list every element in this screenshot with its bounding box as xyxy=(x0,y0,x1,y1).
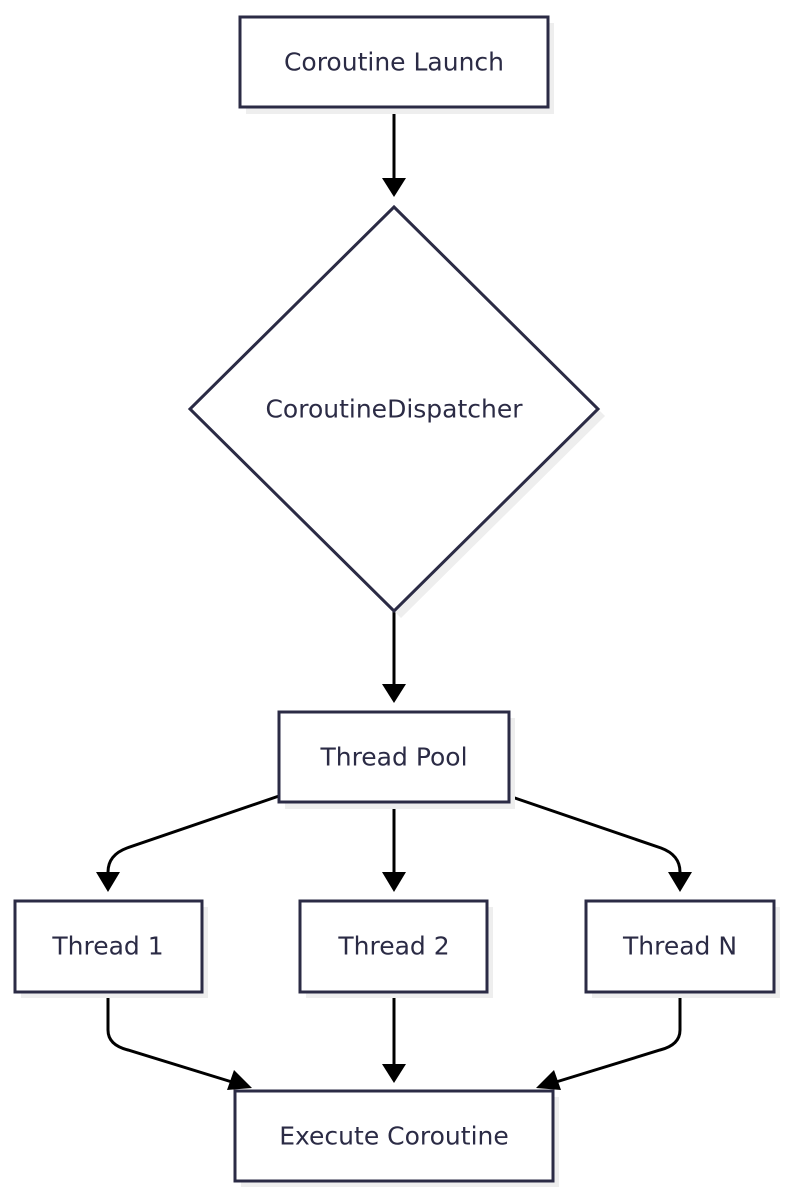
node-thread-pool: Thread Pool xyxy=(277,710,515,809)
nodes: Coroutine Launch CoroutineDispatcher Thr… xyxy=(13,15,780,1187)
edge-pool-to-thread1 xyxy=(106,794,280,874)
node-label-thread1: Thread 1 xyxy=(51,932,163,961)
node-label-thread2: Thread 2 xyxy=(337,932,449,961)
node-label-execute: Execute Coroutine xyxy=(279,1122,509,1151)
edges xyxy=(96,107,692,1090)
arrowhead-execute-center xyxy=(382,1064,406,1083)
node-label-pool: Thread Pool xyxy=(319,743,467,772)
arrowhead-execute-right xyxy=(536,1070,561,1090)
node-thread-1: Thread 1 xyxy=(13,899,208,998)
node-label-dispatcher: CoroutineDispatcher xyxy=(265,395,523,424)
edge-threadN-to-execute xyxy=(555,992,682,1084)
arrowhead-dispatcher xyxy=(382,178,406,197)
arrowhead-thread1 xyxy=(96,872,120,892)
node-label-threadN: Thread N xyxy=(622,932,737,961)
node-label-launch: Coroutine Launch xyxy=(284,48,504,77)
arrowhead-threadN xyxy=(668,872,692,892)
arrowhead-execute-left xyxy=(227,1070,252,1090)
arrowhead-thread2 xyxy=(382,872,406,892)
node-thread-n: Thread N xyxy=(584,899,780,998)
arrowhead-pool xyxy=(382,684,406,703)
node-coroutine-dispatcher: CoroutineDispatcher xyxy=(187,204,605,618)
edge-thread1-to-execute xyxy=(106,992,233,1084)
node-thread-2: Thread 2 xyxy=(298,899,493,998)
edge-pool-to-threadN xyxy=(508,794,682,874)
node-coroutine-launch: Coroutine Launch xyxy=(238,15,554,114)
node-execute-coroutine: Execute Coroutine xyxy=(233,1089,559,1187)
